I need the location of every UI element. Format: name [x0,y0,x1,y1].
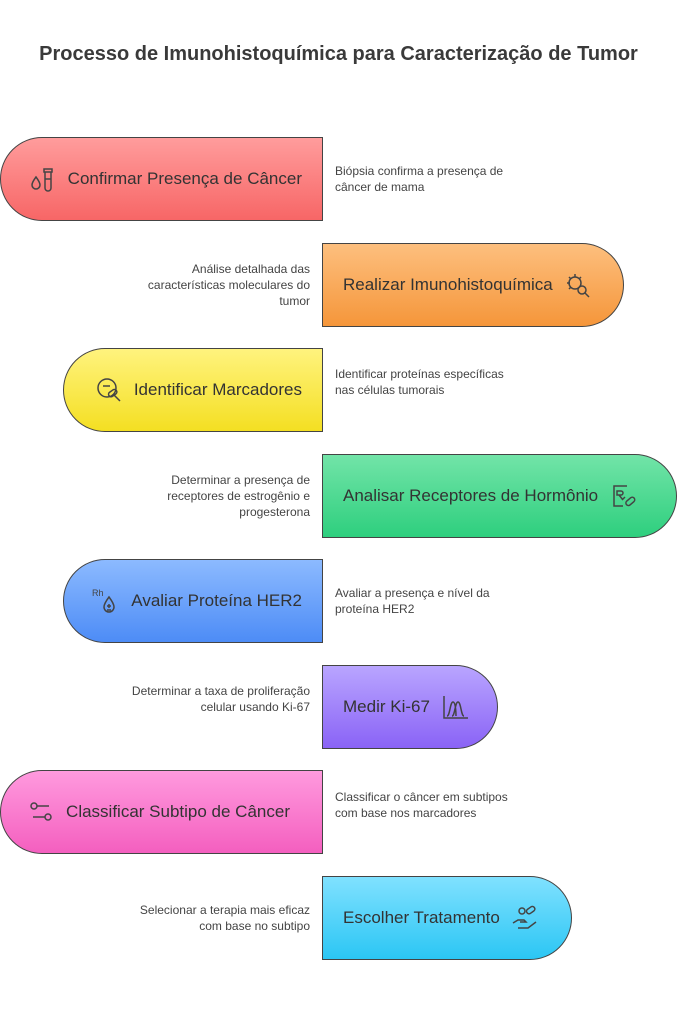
step-label: Escolher Tratamento [343,908,500,927]
step-imunohistoquimica: Realizar Imunohistoquímica [322,243,624,327]
blood-test-tube-icon [26,162,60,196]
step-description: Selecionar a terapia mais eficaz com bas… [139,903,310,933]
virus-magnifier-icon [561,268,595,302]
step-description: Biópsia confirma a presença de câncer de… [335,164,504,194]
step-description: Classificar o câncer em subtipos com bas… [335,790,508,820]
step-label: Analisar Receptores de Hormônio [343,486,599,505]
svg-text:Rh: Rh [92,588,104,598]
step-description: Identificar proteínas específicas nas cé… [335,367,504,397]
hand-pills-icon [508,901,542,935]
step-label: Confirmar Presença de Câncer [67,169,302,188]
prescription-icon [606,479,640,513]
toggle-switch-icon [24,795,58,829]
step-label: Identificar Marcadores [133,380,302,399]
step-marcadores: Identificar Marcadores [63,348,323,432]
step-description: Análise detalhada das características mo… [147,262,310,308]
step-label: Avaliar Proteína HER2 [131,591,302,610]
step-description: Determinar a presença de receptores de e… [167,473,310,519]
step-subtipo: Classificar Subtipo de Câncer [0,770,323,854]
distribution-chart-icon [438,690,472,724]
step-confirmar: Confirmar Presença de Câncer [0,137,323,221]
step-description: Avaliar a presença e nível da proteína H… [335,586,490,616]
page-title: Processo de Imunohistoquímica para Carac… [39,43,638,65]
step-description: Determinar a taxa de proliferação celula… [131,684,310,714]
pill-search-icon [92,373,126,407]
step-label: Realizar Imunohistoquímica [343,275,553,294]
rh-blood-icon: Rh [89,584,123,618]
step-label: Classificar Subtipo de Câncer [66,802,290,821]
step-label: Medir Ki-67 [343,697,430,716]
step-ki67: Medir Ki-67 [322,665,498,749]
step-receptores: Analisar Receptores de Hormônio [322,454,677,538]
step-tratamento: Escolher Tratamento [322,876,572,960]
step-her2: Rh Avaliar Proteína HER2 [63,559,323,643]
